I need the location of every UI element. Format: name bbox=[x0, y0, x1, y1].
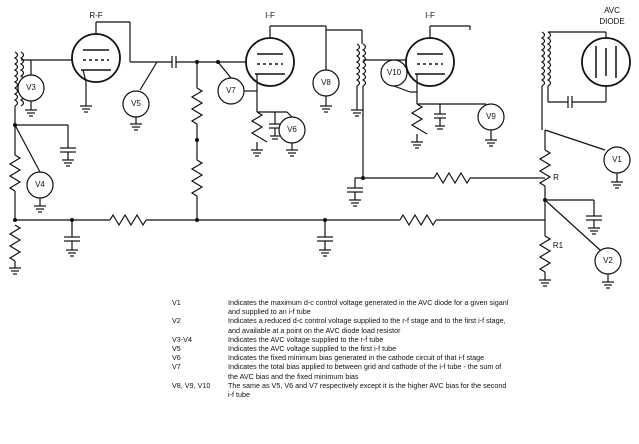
meter-v4-label: V4 bbox=[35, 180, 45, 189]
legend-key: V3-V4 bbox=[172, 334, 192, 344]
if2-input-coil bbox=[355, 43, 361, 87]
diode-label: DIODE bbox=[599, 17, 624, 26]
legend-key: V7 bbox=[172, 362, 181, 372]
legend-description: Indicates the fixed minimum bias generat… bbox=[228, 353, 485, 363]
resistor-r1 bbox=[538, 235, 552, 273]
legend-description: Indicates the AVC voltage supplied to th… bbox=[228, 334, 384, 344]
meter-v8-label: V8 bbox=[321, 78, 331, 87]
meter-v6-label: V6 bbox=[287, 125, 297, 134]
legend-key: V2 bbox=[172, 316, 181, 326]
legend-key: V1 bbox=[172, 298, 181, 307]
meter-v9-label: V9 bbox=[486, 112, 496, 121]
avc-circuit-schematic: R-F V3 V4 bbox=[8, 6, 631, 289]
rf-stage: R-F V3 V4 bbox=[8, 11, 130, 220]
resistor-r1-label: R1 bbox=[553, 241, 564, 250]
legend-key: V6 bbox=[172, 353, 181, 363]
if2-tube bbox=[405, 37, 455, 87]
legend-description: Indicates a reduced d-c control voltage … bbox=[228, 316, 506, 335]
legend-row-v3-v4: V3-V4 Indicates the AVC voltage supplied… bbox=[172, 335, 512, 344]
legend-row-v1: V1 Indicates the maximum d-c control vol… bbox=[172, 298, 512, 316]
if1-stage: I-F V5 V7 bbox=[122, 11, 363, 220]
legend-row-v2: V2 Indicates a reduced d-c control volta… bbox=[172, 316, 512, 334]
legend-key: V8, V9, V10 bbox=[172, 380, 211, 390]
legend-row-v7: V7 Indicates the total bias applied to b… bbox=[172, 362, 512, 380]
meter-v2-label: V2 bbox=[603, 256, 613, 265]
if1-tube-label: I-F bbox=[265, 11, 275, 20]
legend-description: Indicates the total bias applied to betw… bbox=[228, 362, 502, 381]
legend-row-v6: V6 Indicates the fixed minimum bias gene… bbox=[172, 353, 512, 362]
legend-description: Indicates the AVC voltage supplied to th… bbox=[228, 344, 397, 354]
meter-v7-label: V7 bbox=[226, 86, 236, 95]
rf-tube bbox=[71, 33, 121, 83]
load-resistor-r bbox=[538, 149, 552, 187]
meter-v10-label: V10 bbox=[387, 68, 402, 77]
legend-row-v5: V5 Indicates the AVC voltage supplied to… bbox=[172, 344, 512, 353]
legend-row-v8-v9-v10: V8, V9, V10 The same as V5, V6 and V7 re… bbox=[172, 381, 512, 399]
if2-stage: I-F V8 V10 bbox=[312, 11, 537, 207]
legend-description: Indicates the maximum d-c control voltag… bbox=[228, 298, 509, 317]
meter-v5-label: V5 bbox=[131, 99, 141, 108]
resistor-r-label: R bbox=[553, 173, 559, 182]
avc-label: AVC bbox=[604, 6, 620, 15]
meter-v3-label: V3 bbox=[26, 83, 36, 92]
if2-tube-label: I-F bbox=[425, 11, 435, 20]
avc-diode-coil bbox=[540, 31, 546, 87]
avc-bus bbox=[8, 213, 545, 275]
rf-input-coil bbox=[13, 51, 19, 107]
legend-description: The same as V5, V6 and V7 respectively e… bbox=[228, 380, 507, 400]
if1-tube bbox=[245, 37, 295, 87]
avc-diode-stage: AVC DIODE R V1 bbox=[469, 6, 631, 289]
meter-legend: V1 Indicates the maximum d-c control vol… bbox=[172, 298, 512, 399]
meter-v1-label: V1 bbox=[612, 155, 622, 164]
legend-key: V5 bbox=[172, 344, 181, 354]
rf-tube-label: R-F bbox=[89, 11, 102, 20]
